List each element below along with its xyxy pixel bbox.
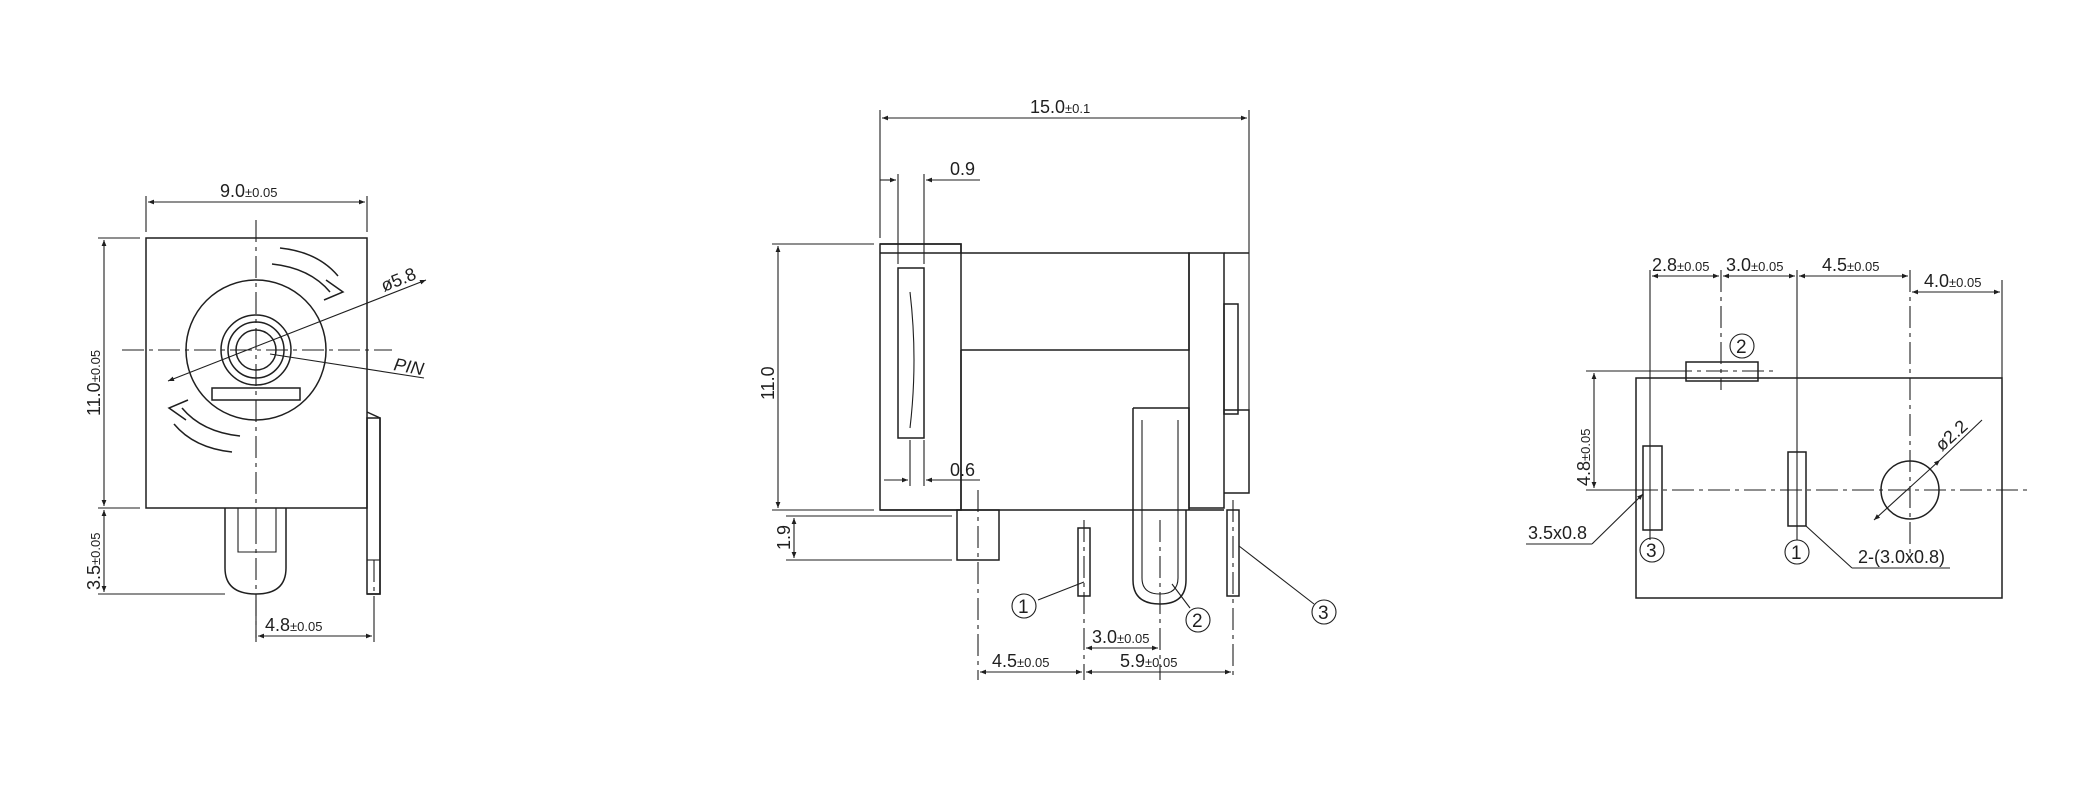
- pin-callout-3: [1311, 599, 1337, 625]
- side-barrel: [961, 252, 1190, 351]
- wall-top-dim: 0.9: [950, 159, 975, 179]
- pin-callout-1: [1011, 593, 1037, 619]
- svg-text:3: 3: [1318, 603, 1329, 624]
- slot-3-size: 3.5x0.8: [1528, 523, 1587, 543]
- side-height-dim: 11.0: [758, 366, 778, 400]
- footprint-d1: 2.8±0.05: [1652, 255, 1709, 275]
- front-pin-length-dim: 3.5±0.05: [84, 533, 104, 590]
- footprint-view: ø2.2 2.8±0.05 3.0±0.05 4.5±0.05 4.0±0.05…: [1526, 255, 2030, 599]
- pin-callout-2: [1185, 607, 1211, 633]
- slot-1: [1787, 451, 1807, 527]
- rotate-arrow-icon: [323, 279, 345, 301]
- side-length-dim: 15.0±0.1: [1030, 97, 1090, 117]
- rotate-arrow-icon-2: [167, 399, 189, 421]
- standoff-dim: 1.9: [774, 525, 794, 550]
- pitch-c-dim: 5.9±0.05: [1120, 651, 1177, 671]
- front-pin-offset-dim: 4.8±0.05: [265, 615, 322, 635]
- wall-bottom-dim: 0.6: [950, 460, 975, 480]
- footprint-d4: 4.0±0.05: [1924, 271, 1981, 291]
- slot-3: [1642, 445, 1663, 531]
- pin-label: PIN: [392, 354, 426, 379]
- front-height-dim: 11.0±0.05: [84, 350, 104, 416]
- pitch-a-dim: 3.0±0.05: [1092, 627, 1149, 647]
- footprint-pin-1: [1784, 539, 1810, 565]
- svg-text:2: 2: [1736, 337, 1747, 358]
- slot-1-size: 2-(3.0x0.8): [1858, 547, 1945, 567]
- svg-text:1: 1: [1018, 597, 1029, 618]
- footprint-d3: 4.5±0.05: [1822, 255, 1879, 275]
- svg-text:3: 3: [1646, 541, 1657, 562]
- svg-text:1: 1: [1791, 543, 1802, 564]
- footprint-vertical-dim: 4.8±0.05: [1574, 429, 1594, 486]
- footprint-pin-3: [1639, 537, 1665, 563]
- front-width-dim: 9.0±0.05: [220, 181, 277, 201]
- svg-text:2: 2: [1192, 611, 1203, 632]
- footprint-pin-2: [1729, 333, 1755, 359]
- pitch-b-dim: 4.5±0.05: [992, 651, 1049, 671]
- side-view: 15.0±0.1 0.9 0.6 11.0 1.9 3.0±0.05 4.5±0…: [758, 97, 1337, 680]
- footprint-outline: [1635, 377, 2003, 599]
- footprint-d2: 3.0±0.05: [1726, 255, 1783, 275]
- front-view: ø5.8 PIN 9.0±0.05 11.0±0.05 3.5±0.05 4.8…: [84, 181, 426, 642]
- side-flange: [879, 243, 962, 511]
